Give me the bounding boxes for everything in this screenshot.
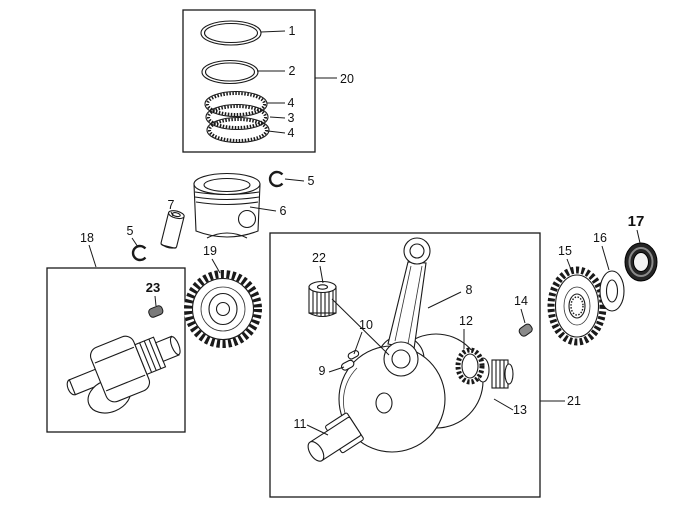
key-9 — [340, 359, 355, 371]
leader-lines — [88, 30, 641, 436]
callout-22: 22 — [312, 251, 326, 265]
callout-15: 15 — [558, 244, 572, 258]
callout-5-piston: 5 — [308, 174, 315, 188]
callout-17: 17 — [628, 213, 645, 230]
callout-18: 18 — [80, 231, 94, 245]
primary-gear-15 — [547, 266, 607, 346]
oil-ring-set — [204, 90, 270, 144]
group-box-20 — [182, 9, 316, 153]
callout-9: 9 — [319, 364, 326, 378]
piston-pin — [160, 210, 185, 249]
callout-23: 23 — [146, 280, 160, 295]
callout-labels: 1 2 4 3 4 20 5 6 7 5 18 23 19 22 8 16 15… — [80, 24, 644, 431]
compression-ring-1 — [200, 20, 262, 46]
piston — [193, 172, 261, 239]
crank-center-hole — [375, 392, 393, 414]
callout-13: 13 — [513, 403, 527, 417]
callout-12: 12 — [459, 314, 473, 328]
crankshaft-assembly — [307, 237, 514, 462]
callout-4-top: 4 — [288, 96, 295, 110]
balancer-shaft — [66, 335, 181, 414]
drive-gear-22 — [308, 280, 337, 318]
balancer-key-23 — [148, 305, 164, 318]
callout-19: 19 — [203, 244, 217, 258]
callout-8: 8 — [466, 283, 473, 297]
washer-16 — [599, 270, 625, 312]
callout-2: 2 — [289, 64, 296, 78]
callout-11: 11 — [294, 417, 307, 431]
crank-nose-shaft-11 — [307, 412, 364, 462]
callout-5-pin: 5 — [127, 224, 134, 238]
nut-17 — [624, 242, 658, 282]
key-14 — [518, 323, 533, 337]
callout-21: 21 — [567, 394, 581, 408]
callout-6: 6 — [280, 204, 287, 218]
circlip-right — [268, 170, 284, 188]
key-10 — [347, 350, 360, 360]
callout-1: 1 — [289, 24, 296, 38]
rod-small-end — [403, 237, 431, 265]
callout-10: 10 — [359, 318, 373, 332]
callout-4-bottom: 4 — [288, 126, 295, 140]
circlip-left — [131, 244, 147, 262]
group-box-21 — [269, 232, 541, 498]
callout-14: 14 — [514, 294, 528, 308]
compression-ring-2 — [201, 59, 259, 85]
group-box-18 — [46, 267, 186, 433]
balancer-driven-gear — [184, 270, 262, 348]
connecting-rod — [383, 237, 431, 377]
callout-20: 20 — [340, 72, 354, 86]
callout-16: 16 — [593, 231, 607, 245]
callout-7: 7 — [168, 198, 175, 212]
callout-3: 3 — [288, 111, 295, 125]
